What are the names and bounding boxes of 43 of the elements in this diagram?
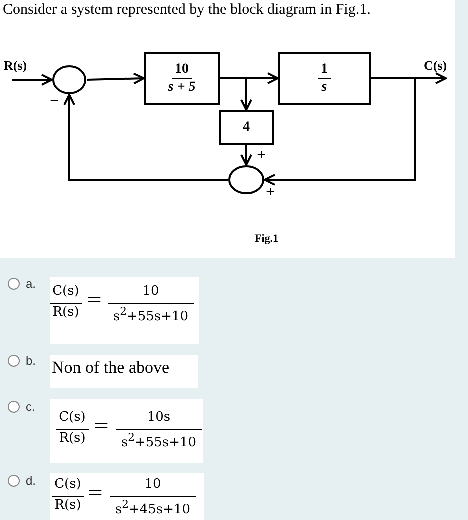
signal-label: C(s)	[424, 58, 448, 74]
fraction-denominator: R(s)	[58, 431, 87, 446]
option-text: Non of the above	[52, 358, 170, 378]
fraction-denominator: s$^{2}$+55s+10	[112, 305, 190, 324]
signal-label: R(s)	[4, 58, 28, 74]
arrow	[86, 72, 145, 85]
summing-junction	[52, 65, 87, 95]
fraction-numerator: 10	[144, 477, 162, 492]
numerator-text: 1	[318, 61, 331, 79]
summing-junction	[228, 165, 265, 195]
fraction-denominator: s$^{2}$+55s+10	[120, 431, 198, 450]
denominator-text: s	[322, 79, 328, 96]
fraction-numerator: 10s	[146, 410, 172, 425]
numerator-text: 10	[172, 61, 192, 79]
fraction-denominator: R(s)	[54, 498, 82, 513]
option-letter: d.	[26, 474, 36, 488]
option-letter: b.	[26, 354, 36, 368]
arrow	[12, 74, 53, 86]
equals-sign: =	[87, 480, 104, 504]
option-letter: a.	[26, 277, 36, 291]
fraction-denominator: R(s)	[52, 305, 80, 320]
fraction-numerator: C(s)	[52, 284, 80, 299]
transfer-function-block	[144, 52, 220, 105]
fraction-denominator: s$^{2}$+45s+10	[114, 498, 192, 518]
denominator-text: s + 5	[168, 79, 196, 96]
sign-label: −	[50, 93, 60, 111]
equals-sign: =	[93, 413, 110, 437]
arrow	[64, 94, 228, 181]
fraction-numerator: 10	[142, 284, 160, 299]
sign-label: +	[257, 147, 266, 165]
sign-label: +	[266, 184, 276, 202]
transfer-function-block	[219, 110, 274, 145]
arrow	[240, 145, 252, 166]
arrow	[264, 78, 416, 186]
block-gain-text: 4	[243, 120, 250, 136]
fraction-numerator: C(s)	[54, 477, 82, 492]
option-letter: c.	[26, 400, 36, 414]
transfer-function-block	[278, 52, 371, 105]
figure-caption: Fig.1	[255, 233, 279, 245]
question-text: Consider a system represented by the block diagram in Fig.1.	[3, 2, 371, 19]
equals-sign: =	[86, 287, 103, 311]
arrow	[220, 78, 252, 111]
fraction-numerator: C(s)	[58, 410, 87, 425]
